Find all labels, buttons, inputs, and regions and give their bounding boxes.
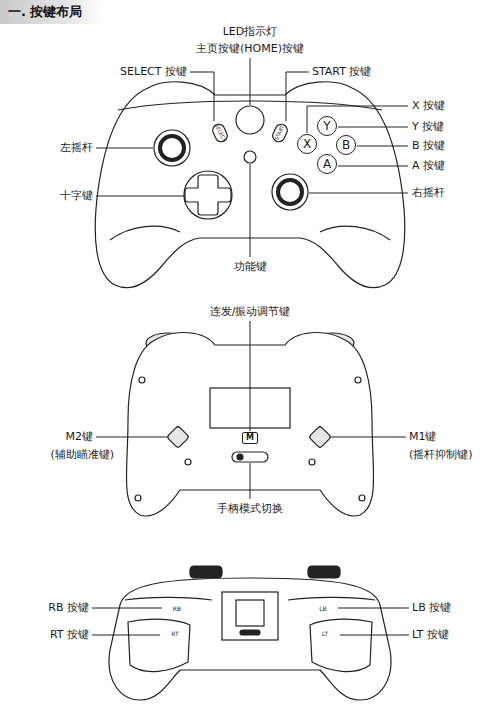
dpad-ring: [184, 171, 232, 219]
bumper-edge: [288, 597, 375, 600]
screw: [185, 459, 191, 465]
callout-label: RT 按键: [50, 629, 89, 642]
callout-label: 右摇杆: [412, 187, 445, 200]
home-button: [236, 106, 264, 134]
screw: [139, 377, 145, 383]
leader-line: [96, 437, 167, 438]
controller-body: [95, 82, 405, 288]
callout-label: LED指示灯: [223, 26, 278, 39]
usb-port: [240, 630, 260, 635]
leader-line: [331, 437, 406, 438]
face-button: A: [317, 154, 337, 174]
trigger-marking: LB: [319, 606, 326, 613]
leader-lines: [96, 58, 408, 257]
clip-slot: [236, 600, 264, 626]
leader-line: [96, 148, 153, 149]
select-button: [211, 122, 229, 143]
callout-label: A 按键: [412, 160, 445, 173]
leader-line: [338, 127, 408, 128]
callout-label: 功能键: [234, 261, 267, 274]
leader-line: [250, 58, 251, 105]
back-paddle: [167, 426, 190, 449]
left-stick: [154, 130, 190, 166]
button-letter: M: [246, 434, 254, 442]
leader-line: [340, 635, 409, 636]
grip-edge: [110, 226, 180, 240]
bumper-edge: [125, 597, 212, 600]
callout-label: 手柄模式切换: [217, 503, 283, 516]
mode-switch: [232, 452, 268, 462]
trigger-marking: LT: [322, 631, 328, 638]
section-title: 一. 按键布局: [0, 0, 104, 24]
left-stick-cap: [160, 136, 184, 160]
leader-line: [338, 166, 408, 167]
leader-line: [250, 463, 251, 499]
leader-line: [338, 608, 409, 609]
callout-label: Y 按键: [412, 121, 444, 134]
clip-mount: [222, 592, 278, 640]
screw: [355, 377, 361, 383]
right-stick-cap: [278, 180, 302, 204]
callout-label: SELECT 按键: [120, 66, 187, 79]
button-letter: X: [303, 138, 311, 150]
turbo-button: M: [242, 432, 258, 444]
leader-line: [309, 193, 408, 194]
leader-lines: [92, 608, 409, 635]
callout-label: RB 按键: [48, 602, 89, 615]
leader-line: [250, 321, 251, 431]
leader-lines: [96, 321, 406, 499]
callout-label: B 按键: [412, 140, 445, 153]
function-button: [244, 151, 256, 163]
back-paddle: [309, 426, 332, 449]
screw: [135, 495, 141, 501]
callout-note: (摇杆抑制键): [409, 449, 473, 462]
screw: [309, 459, 315, 465]
leader-line: [357, 146, 408, 147]
grip-edge: [320, 226, 390, 240]
leader-line: [190, 72, 214, 121]
leader-line: [96, 196, 185, 197]
screw: [359, 495, 365, 501]
trigger: [128, 619, 190, 671]
leader-line: [250, 164, 251, 257]
button-letter: B: [342, 139, 350, 151]
dpad: [185, 175, 231, 215]
face-button: Y: [317, 116, 337, 136]
leader-line: [92, 608, 162, 609]
callout-label: LB 按键: [412, 602, 451, 615]
button-letter: Y: [323, 120, 330, 132]
start-button: [271, 122, 289, 143]
trigger-marking: RB: [173, 606, 181, 613]
callout-label: X 按键: [412, 100, 445, 113]
callout-label: 十字键: [60, 190, 93, 203]
callout-label: 主页按键(HOME)按键: [196, 43, 304, 56]
switch-knob: [237, 454, 243, 460]
right-stick: [272, 174, 308, 210]
callout-label: 左摇杆: [60, 142, 93, 155]
face-button: B: [336, 135, 356, 155]
leader-line: [286, 72, 309, 121]
trigger: [310, 619, 372, 671]
stick-top: [308, 566, 340, 578]
trigger-marking: RT: [171, 631, 178, 638]
controller-edge: [109, 578, 391, 700]
callout-label: M1键: [409, 431, 437, 444]
callout-note: (辅助瞄准键): [50, 449, 114, 462]
button-letter: A: [323, 158, 331, 170]
callout-label: LT 按键: [412, 629, 449, 642]
face-button: X: [297, 134, 317, 154]
callout-label: M2键: [66, 431, 94, 444]
callout-label: 连发/振动调节键: [210, 306, 291, 319]
callout-label: START 按键: [312, 66, 371, 79]
leader-line: [92, 635, 160, 636]
stick-top: [190, 566, 222, 578]
